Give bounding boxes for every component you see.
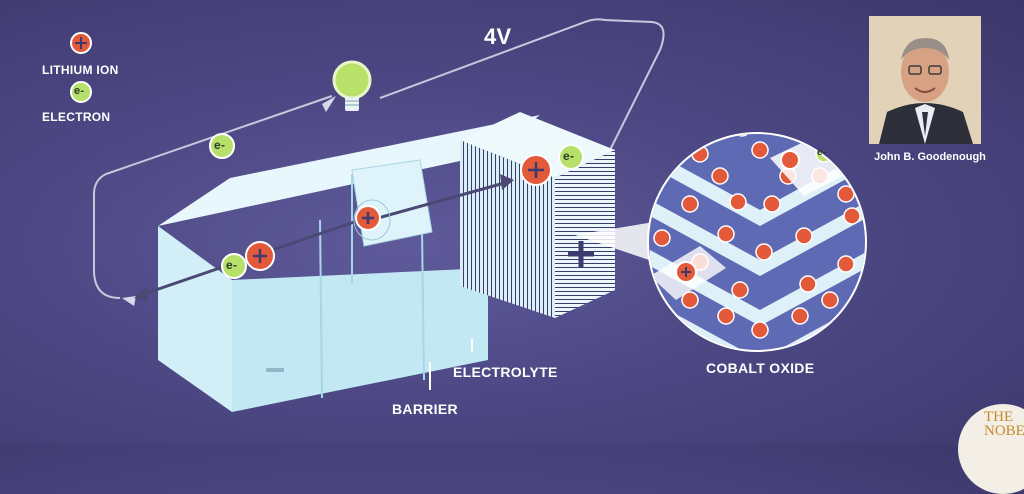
battery-diagram [70,18,867,412]
minus-sign-icon [266,368,284,372]
zoom-callout [575,222,655,262]
voltage-label: 4V [484,24,512,49]
cathode-block [460,112,615,318]
legend-lithium-ion-icon [70,32,92,54]
legend-lithium-ion-label: LITHIUM ION [42,63,119,77]
legend-electron-symbol: e- [74,85,85,97]
cobalt-oxide-circle [647,132,867,352]
wire-arrow-upper [322,96,336,112]
anode-ion-pair [221,241,275,279]
nobel-watermark: THE NOBE [984,409,1024,439]
circuit-wire [93,18,665,299]
portrait-photo [869,16,981,144]
cobalt-oxide-label: COBALT OXIDE [706,360,815,376]
portrait-caption: John B. Goodenough [874,151,986,163]
wire-electron-symbol: e- [214,138,226,152]
circle-electron-symbol: e- [817,147,827,158]
wire-arrow-lower [122,296,136,306]
barrier-ion [353,199,391,241]
lightbulb-icon [332,60,372,111]
barrier-label: BARRIER [392,401,458,417]
cathode-electron-symbol: e- [563,149,575,163]
flow-arrow-right [377,180,509,220]
legend-electron-icon [70,81,92,103]
legend-electron-label: ELECTRON [42,110,111,124]
wire-electron-icon [209,133,235,159]
cathode-ion-pair [520,144,584,186]
electrolyte-label: ELECTROLYTE [453,364,558,380]
plus-sign-icon [568,241,594,267]
anode-electron-symbol: e- [226,258,238,272]
